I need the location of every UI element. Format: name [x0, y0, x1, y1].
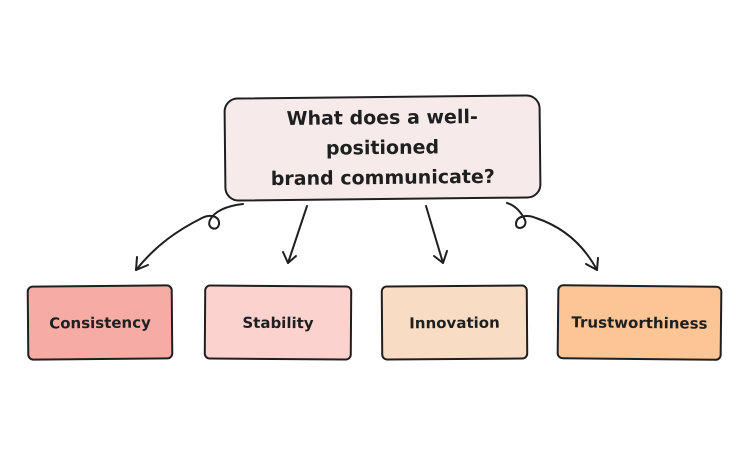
arrow-to-stability	[282, 205, 308, 264]
answer-box-stability: Stability	[203, 284, 353, 361]
question-line-2: brand communicate?	[270, 165, 495, 191]
answer-box-innovation: Innovation	[380, 284, 529, 361]
answer-label-innovation: Innovation	[409, 313, 500, 332]
question-text: What does a well-positioned brand commun…	[238, 101, 528, 194]
answer-box-trustworthiness: Trustworthiness	[556, 284, 723, 361]
answer-label-trustworthiness: Trustworthiness	[571, 312, 708, 333]
question-box: What does a well-positioned brand commun…	[223, 94, 542, 202]
answer-label-consistency: Consistency	[49, 313, 151, 332]
arrow-to-consistency	[135, 203, 244, 271]
arrow-to-innovation	[425, 205, 448, 264]
question-line-1: What does a well-positioned	[286, 106, 478, 160]
answer-box-consistency: Consistency	[26, 284, 174, 361]
arrow-to-trustworthiness	[506, 202, 599, 271]
answer-label-stability: Stability	[242, 313, 314, 332]
